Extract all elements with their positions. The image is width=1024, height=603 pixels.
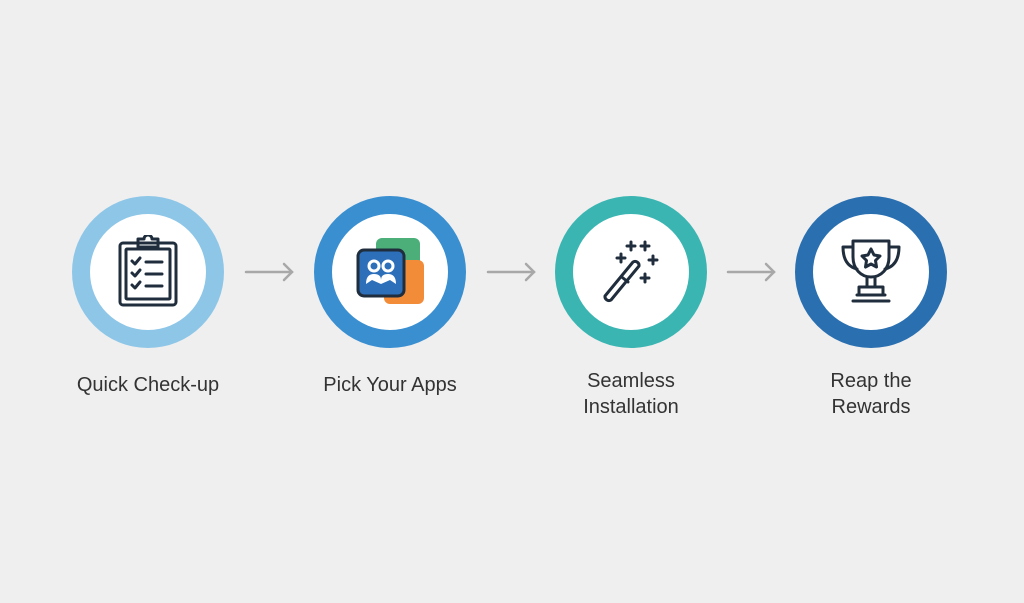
step-ring — [314, 196, 466, 348]
arrow-right-icon — [486, 262, 536, 282]
step-label: Reap the Rewards — [830, 370, 912, 418]
arrow-right-icon — [244, 262, 294, 282]
step-label: Quick Check-up — [76, 374, 220, 396]
step-ring — [72, 196, 224, 348]
clipboard-checklist-icon — [118, 235, 178, 307]
step-ring — [795, 196, 947, 348]
magic-wand-icon — [603, 240, 659, 303]
arrow-right-icon — [726, 262, 776, 282]
trophy-icon — [841, 239, 901, 303]
step-label: Seamless Installation — [583, 370, 679, 418]
step-label: Pick Your Apps — [323, 374, 457, 396]
app-stack-icon — [356, 238, 424, 304]
step-ring — [555, 196, 707, 348]
